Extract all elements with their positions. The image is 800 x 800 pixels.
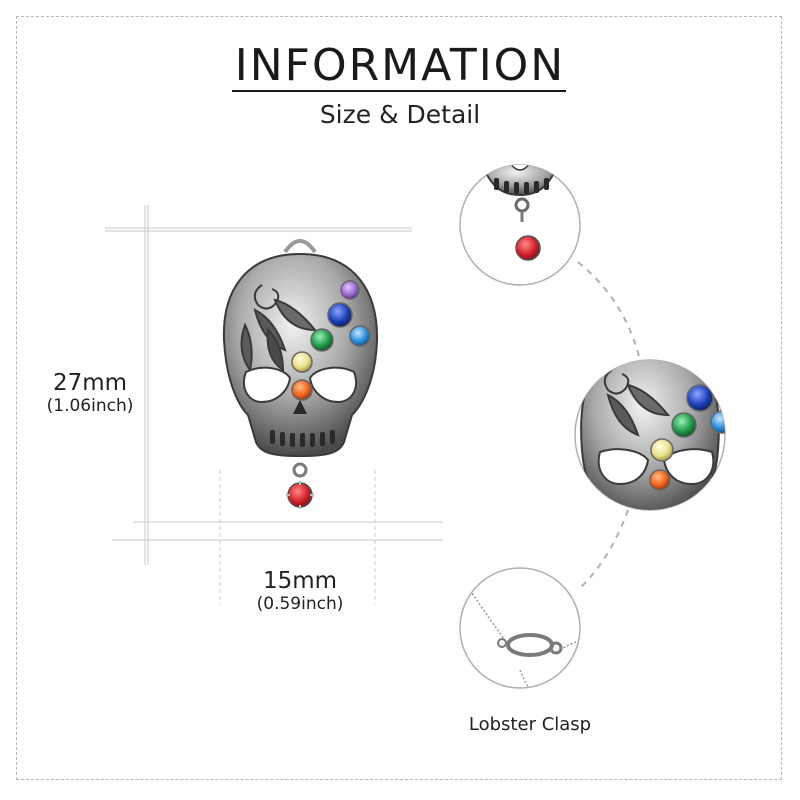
skull-pendant: [221, 239, 380, 511]
title-underline: [232, 90, 566, 92]
detail-circle-clasp: [459, 567, 581, 689]
page-subtitle: Size & Detail: [319, 100, 481, 129]
dimension-guides: [105, 205, 443, 604]
detail-circle-dangle: [459, 164, 581, 286]
clasp-caption: Lobster Clasp: [468, 714, 592, 735]
width-inch: (0.59inch): [256, 594, 344, 614]
width-mm: 15mm: [262, 568, 338, 594]
page-title: INFORMATION: [234, 40, 566, 91]
detail-circle-gems: [574, 359, 726, 511]
height-inch: (1.06inch): [46, 396, 134, 416]
height-mm: 27mm: [52, 370, 128, 396]
dashed-frame: [16, 16, 782, 780]
detail-connectors: [577, 261, 641, 591]
width-dimension: 15mm (0.59inch): [230, 568, 370, 614]
height-dimension: 27mm (1.06inch): [20, 370, 160, 416]
